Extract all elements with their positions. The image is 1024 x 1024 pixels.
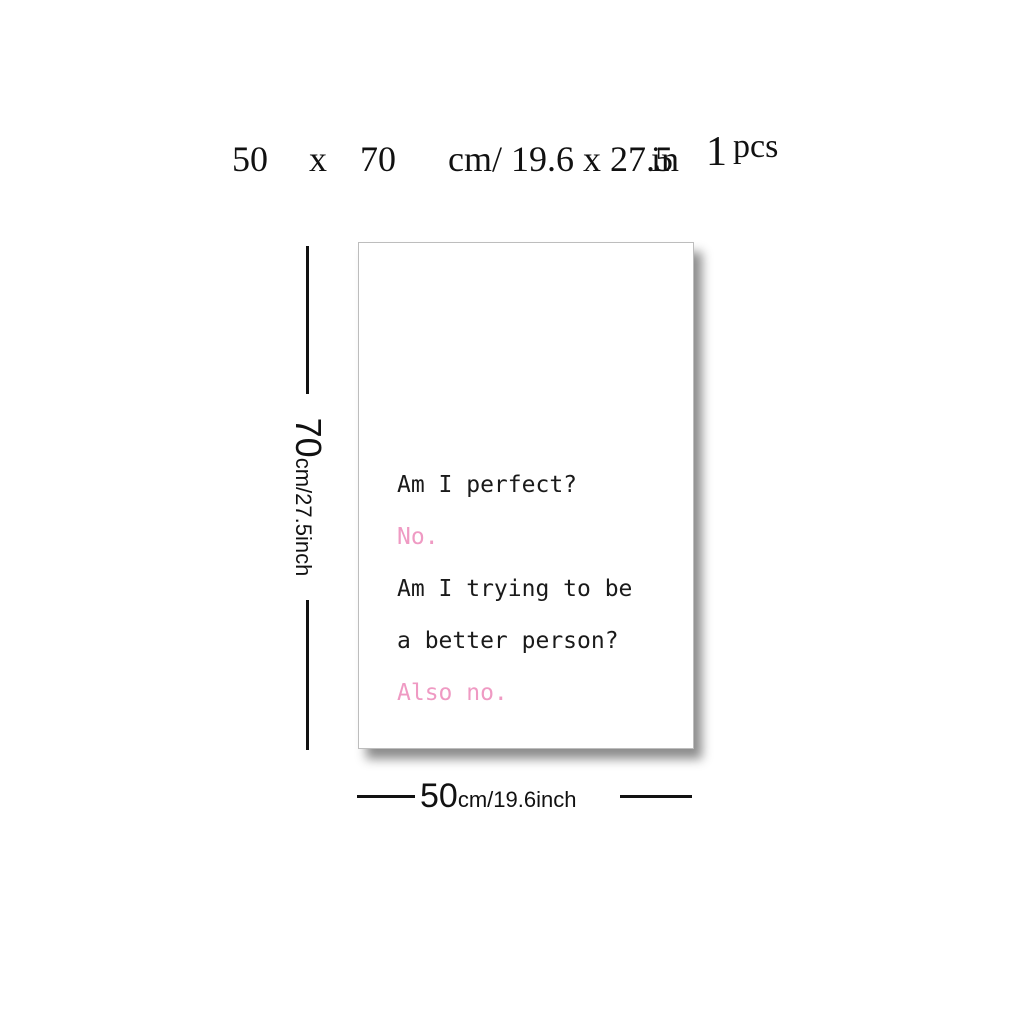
quote-line-1: Am I perfect? [397,472,578,498]
quote-line-4: a better person? [397,628,619,654]
poster-canvas: Am I perfect? No. Am I trying to be a be… [358,242,694,749]
piece-unit: pcs [733,128,779,165]
height-value: 70 [288,417,329,458]
size-width-cm: 50 [232,139,268,179]
piece-count: 1 [706,129,727,175]
height-dimension-line-top [306,246,309,394]
height-dimension-label: 70cm/27.5inch [287,418,329,577]
size-inch-text: cm/ 19.6 x 27.5 [448,139,673,179]
quote-line-3: Am I trying to be [397,576,633,602]
width-dimension-line-left [357,795,415,798]
width-value: 50 [420,777,458,815]
width-unit: cm/19.6inch [457,787,577,812]
width-dimension-label: 50cm/19.6inch [420,777,576,816]
height-unit: cm/27.5inch [291,457,316,577]
size-height-cm: 70 [360,139,396,179]
quote-line-2: No. [397,524,439,550]
height-dimension-line-bottom [306,600,309,750]
size-times-sign: x [309,139,327,179]
quote-line-5: Also no. [397,680,508,706]
poster-quote: Am I perfect? No. Am I trying to be a be… [397,459,632,719]
size-inch-unit: in [651,139,680,179]
width-dimension-line-right [620,795,692,798]
